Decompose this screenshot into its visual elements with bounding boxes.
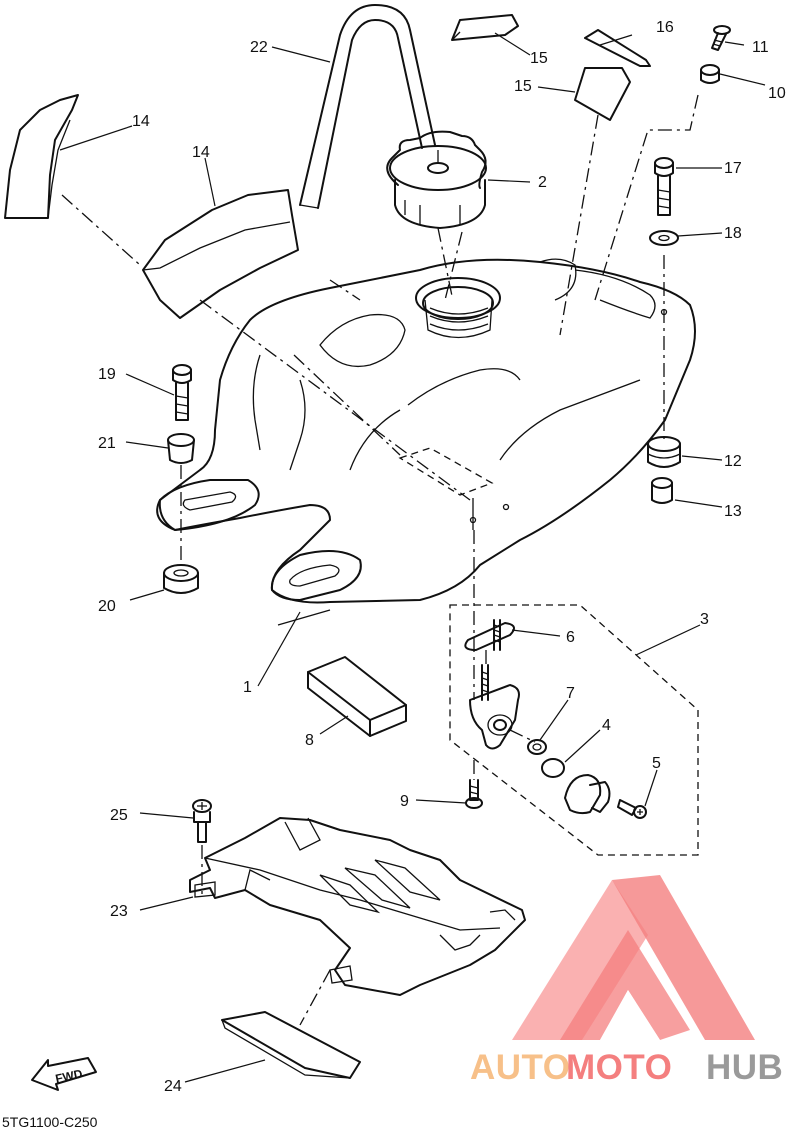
screw-11 (711, 25, 731, 51)
fwd-arrow-icon (31, 1057, 97, 1091)
fuel-tank (156, 258, 696, 604)
bolt-17 (654, 157, 674, 216)
watermark-text-moto: MOTO (566, 1048, 672, 1087)
washer-18 (649, 230, 679, 246)
fuel-cap (386, 130, 487, 229)
callout-18: 18 (724, 225, 742, 242)
cover-23 (189, 817, 526, 996)
callout-20: 20 (98, 598, 116, 615)
callout-3: 3 (700, 611, 709, 628)
collar-10 (700, 64, 720, 84)
callout-11: 11 (752, 39, 769, 56)
watermark-text-auto: AUTO (470, 1048, 571, 1087)
callout-24: 24 (164, 1078, 182, 1095)
damper-21 (167, 433, 195, 464)
callout-25: 25 (110, 807, 128, 824)
callout-16: 16 (656, 19, 674, 36)
callout-14-center: 14 (192, 144, 210, 161)
callout-19: 19 (98, 366, 116, 383)
watermark-logo (512, 875, 755, 1040)
watermark-text-hub: HUB (706, 1048, 783, 1087)
pad-15-lower (574, 67, 631, 121)
diagram-code: 5TG1100-C250 (2, 1114, 98, 1130)
damper-20 (163, 564, 199, 594)
pad-15-upper (451, 14, 519, 41)
callout-1: 1 (243, 679, 252, 696)
callout-13: 13 (724, 503, 742, 520)
bolt-19 (172, 364, 192, 421)
breather-hose (299, 4, 436, 209)
callout-4: 4 (602, 717, 611, 734)
callout-21: 21 (98, 435, 116, 452)
callout-15-upper: 15 (530, 50, 548, 67)
callout-14-left: 14 (132, 113, 150, 130)
fuel-cock-assy (449, 530, 699, 856)
callout-8: 8 (305, 732, 314, 749)
callout-7: 7 (566, 685, 575, 702)
callout-17: 17 (724, 160, 742, 177)
pad-8 (307, 656, 407, 737)
callout-22: 22 (250, 39, 268, 56)
damper-12 (647, 436, 681, 468)
fwd-label: FWD (54, 1066, 84, 1085)
callout-5: 5 (652, 755, 661, 772)
callout-6: 6 (566, 629, 575, 646)
collar-13 (651, 477, 673, 504)
pad-16 (584, 29, 651, 67)
side-pad-14-left (4, 94, 79, 219)
callout-23: 23 (110, 903, 128, 920)
bolt-25 (192, 799, 212, 895)
side-pad-14-center (142, 189, 299, 319)
callout-10: 10 (768, 85, 786, 102)
callout-2: 2 (538, 174, 547, 191)
pad-24 (221, 1011, 361, 1079)
callout-12: 12 (724, 453, 742, 470)
callout-15-lower: 15 (514, 78, 532, 95)
leader-lines (59, 32, 766, 1083)
callout-9: 9 (400, 793, 409, 810)
